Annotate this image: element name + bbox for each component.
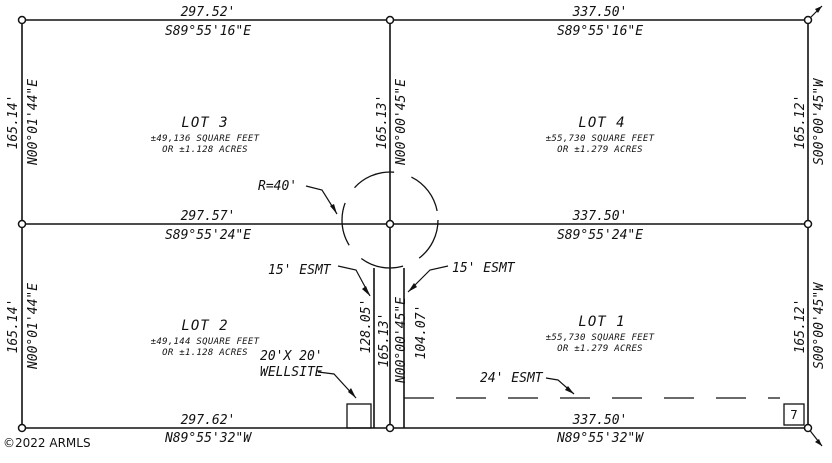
lot-2-name: LOT 2 [181, 318, 228, 334]
monument-marker [803, 423, 813, 433]
lot-1-acres: OR ±1.279 ACRES [557, 344, 643, 354]
west-lower-bearing: N00°01'44"E [26, 283, 41, 370]
page-number: 7 [790, 408, 798, 422]
lot-1-area: ±55,730 SQUARE FEET [546, 333, 655, 343]
bot-left-distance: 297.62' [181, 413, 236, 428]
east-upper-distance: 165.12' [793, 95, 808, 150]
lot-3-area: ±49,136 SQUARE FEET [151, 134, 260, 144]
east-lower-bearing: S00°00'45"W [812, 282, 827, 369]
cul-de-sac-circle [341, 171, 439, 269]
center-lower-distance-b: 165.13' [377, 313, 392, 368]
top-left-bearing: S89°55'16"E [165, 24, 251, 39]
west-upper-bearing: N00°01'44"E [26, 79, 41, 166]
lot-1-name: LOT 1 [578, 314, 625, 330]
mid-left-bearing: S89°55'24"E [165, 228, 251, 243]
east-upper-bearing: S00°00'45"W [812, 78, 827, 165]
esmt-left-arrow-icon [362, 286, 370, 296]
monument-marker [385, 15, 395, 25]
center-upper-distance: 165.13' [375, 95, 390, 150]
wellsite-arrow-icon [348, 388, 356, 398]
top-right-bearing: S89°55'16"E [557, 24, 643, 39]
esmt-24-arrow-icon [565, 386, 574, 394]
top-left-distance: 297.52' [181, 5, 236, 20]
wellsite-box [346, 403, 372, 429]
survey-monuments [17, 15, 813, 433]
mid-left-distance: 297.57' [181, 209, 236, 224]
monument-marker [17, 219, 27, 229]
esmt-24-label: 24' ESMT [480, 371, 544, 386]
bot-right-distance: 337.50' [572, 413, 628, 428]
bot-left-bearing: N89°55'32"W [164, 431, 252, 446]
wellsite-size-label: 20'X 20' [260, 349, 323, 364]
center-lower-distance-a: 128.05' [359, 299, 374, 354]
monument-marker [17, 423, 27, 433]
bot-right-bearing: N89°55'32"W [556, 431, 644, 446]
mid-right-bearing: S89°55'24"E [557, 228, 643, 243]
lot-2-acres: OR ±1.128 ACRES [162, 348, 248, 358]
center-lower-bearing: N00°00'45"E [394, 297, 409, 384]
northeast-arrow-icon [815, 6, 822, 13]
wellsite-leader [317, 371, 357, 399]
esmt-left-label: 15' ESMT [268, 263, 332, 278]
mid-right-distance: 337.50' [572, 209, 628, 224]
esmt-right-leader [407, 265, 449, 293]
radius-arrow-icon [330, 204, 337, 214]
southeast-arrow-icon [815, 439, 822, 446]
lot-2-area: ±49,144 SQUARE FEET [151, 337, 260, 347]
center-upper-bearing: N00°00'45"E [394, 79, 409, 166]
west-lower-distance: 165.14' [6, 299, 21, 354]
copyright-watermark: ©2022 ARMLS [3, 436, 91, 450]
monument-marker [385, 423, 395, 433]
center-lower-distance-c: 104.07' [414, 305, 429, 360]
radius-leader [305, 185, 338, 215]
lot-4-acres: OR ±1.279 ACRES [557, 145, 643, 155]
lot-3-name: LOT 3 [181, 115, 228, 131]
monument-marker [803, 219, 813, 229]
lot-3-acres: OR ±1.128 ACRES [162, 145, 248, 155]
monument-marker [385, 219, 395, 229]
east-lower-distance: 165.12' [793, 299, 808, 354]
esmt-right-label: 15' ESMT [452, 261, 516, 276]
monument-marker [17, 15, 27, 25]
wellsite-label: WELLSITE [260, 365, 323, 380]
page-number-box [783, 403, 805, 426]
esmt-right-arrow-icon [408, 283, 417, 292]
lot-4-area: ±55,730 SQUARE FEET [546, 134, 655, 144]
lot-4-name: LOT 4 [578, 115, 625, 131]
radius-label: R=40' [258, 179, 297, 194]
top-right-distance: 337.50' [572, 5, 628, 20]
monument-marker [803, 15, 813, 25]
west-upper-distance: 165.14' [6, 95, 21, 150]
